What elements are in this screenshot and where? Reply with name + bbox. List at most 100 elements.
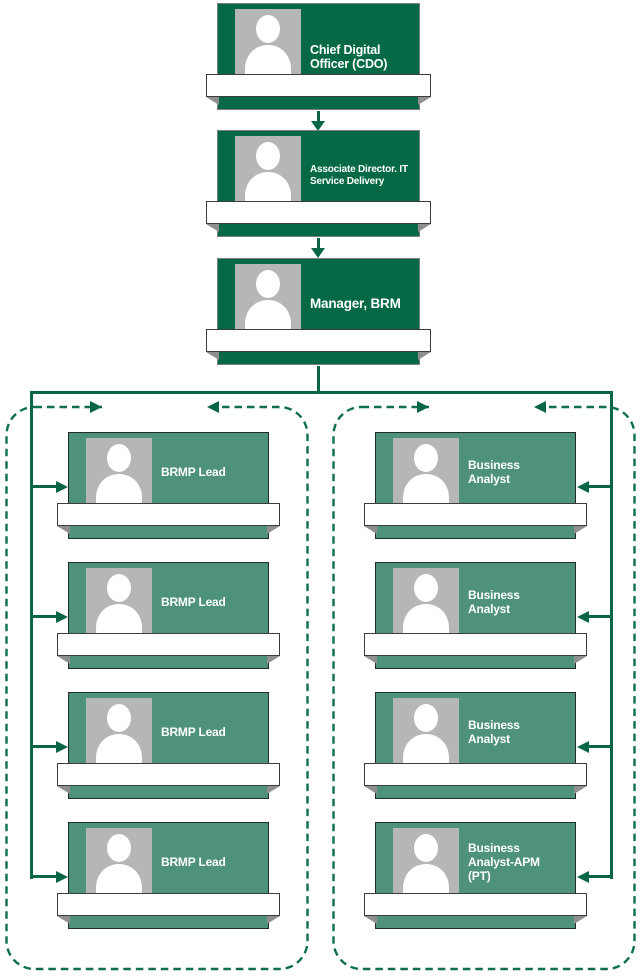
ribbon-fold-left bbox=[57, 786, 70, 794]
photo-placeholder bbox=[393, 828, 459, 893]
org-box-business-analyst: Business Analyst bbox=[364, 432, 587, 539]
arrow-right-icon bbox=[56, 481, 68, 493]
ribbon-fold-right bbox=[574, 916, 587, 924]
arrow-right-icon bbox=[417, 401, 429, 413]
photo-placeholder bbox=[86, 828, 152, 893]
ribbon-fold-left bbox=[57, 526, 70, 534]
connector-line bbox=[32, 485, 58, 488]
connector-line bbox=[30, 391, 613, 394]
left-frame-gap bbox=[102, 401, 207, 413]
role-title: BRMP Lead bbox=[161, 465, 226, 480]
name-ribbon bbox=[206, 74, 431, 97]
ribbon-fold-left bbox=[57, 656, 70, 664]
person-icon bbox=[245, 15, 291, 74]
person-icon bbox=[403, 574, 449, 633]
person-icon bbox=[96, 444, 142, 503]
photo-placeholder bbox=[235, 9, 301, 74]
ribbon-fold-right bbox=[574, 656, 587, 664]
ribbon-fold-right bbox=[267, 916, 280, 924]
org-box-brmp-lead: BRMP Lead bbox=[57, 562, 280, 669]
connector-line bbox=[317, 238, 320, 249]
org-box-manager-brm: Manager, BRM bbox=[206, 258, 431, 365]
role-title: Chief Digital Officer (CDO) bbox=[310, 42, 388, 72]
role-title: BRMP Lead bbox=[161, 595, 226, 610]
arrow-left-icon bbox=[577, 741, 589, 753]
ribbon-fold-left bbox=[57, 916, 70, 924]
name-ribbon bbox=[364, 503, 587, 526]
ribbon-fold-left bbox=[364, 656, 377, 664]
arrow-right-icon bbox=[56, 741, 68, 753]
connector-line bbox=[32, 615, 58, 618]
org-box-brmp-lead: BRMP Lead bbox=[57, 432, 280, 539]
name-ribbon bbox=[57, 763, 280, 786]
role-title: BRMP Lead bbox=[161, 855, 226, 870]
connector-line bbox=[317, 366, 320, 393]
org-box-cdo: Chief Digital Officer (CDO) bbox=[206, 3, 431, 110]
photo-placeholder bbox=[86, 698, 152, 763]
role-title: Associate Director. IT Service Delivery bbox=[310, 164, 408, 187]
connector-line bbox=[588, 485, 612, 488]
name-ribbon bbox=[364, 633, 587, 656]
ribbon-fold-right bbox=[267, 656, 280, 664]
photo-placeholder bbox=[235, 264, 301, 329]
ribbon-fold-right bbox=[418, 97, 431, 105]
name-ribbon bbox=[57, 633, 280, 656]
person-icon bbox=[96, 574, 142, 633]
org-box-business-analyst: Business Analyst bbox=[364, 562, 587, 669]
role-title: Business Analyst bbox=[468, 718, 520, 746]
role-title: Business Analyst bbox=[468, 588, 520, 616]
org-box-business-analyst: Business Analyst bbox=[364, 692, 587, 799]
person-icon bbox=[403, 834, 449, 893]
name-ribbon bbox=[206, 329, 431, 352]
ribbon-fold-right bbox=[267, 786, 280, 794]
connector-line bbox=[317, 111, 320, 122]
org-box-brmp-lead: BRMP Lead bbox=[57, 822, 280, 929]
name-ribbon bbox=[364, 763, 587, 786]
ribbon-fold-right bbox=[418, 352, 431, 360]
ribbon-fold-right bbox=[418, 224, 431, 232]
ribbon-fold-left bbox=[364, 526, 377, 534]
arrow-left-icon bbox=[534, 401, 546, 413]
person-icon bbox=[245, 270, 291, 329]
arrow-left-icon bbox=[577, 481, 589, 493]
person-icon bbox=[403, 444, 449, 503]
name-ribbon bbox=[364, 893, 587, 916]
org-box-business-analyst-apm: Business Analyst-APM (PT) bbox=[364, 822, 587, 929]
ribbon-fold-left bbox=[364, 916, 377, 924]
photo-placeholder bbox=[393, 698, 459, 763]
connector-line bbox=[588, 745, 612, 748]
arrow-right-icon bbox=[90, 401, 102, 413]
role-title: Business Analyst-APM (PT) bbox=[468, 841, 540, 883]
left-group-frame bbox=[5, 405, 309, 971]
ribbon-fold-left bbox=[364, 786, 377, 794]
role-title: Manager, BRM bbox=[310, 296, 401, 312]
connector-line bbox=[588, 875, 612, 878]
photo-placeholder bbox=[393, 568, 459, 633]
right-group-frame bbox=[332, 405, 636, 971]
name-ribbon bbox=[206, 201, 431, 224]
photo-placeholder bbox=[86, 568, 152, 633]
arrow-down-icon bbox=[311, 121, 325, 131]
arrow-left-icon bbox=[577, 611, 589, 623]
arrow-right-icon bbox=[56, 871, 68, 883]
person-icon bbox=[96, 834, 142, 893]
photo-placeholder bbox=[86, 438, 152, 503]
person-icon bbox=[96, 704, 142, 763]
org-box-associate-director: Associate Director. IT Service Delivery bbox=[206, 130, 431, 237]
connector-line bbox=[32, 745, 58, 748]
name-ribbon bbox=[57, 503, 280, 526]
arrow-left-icon bbox=[207, 401, 219, 413]
person-icon bbox=[245, 142, 291, 201]
arrow-right-icon bbox=[56, 611, 68, 623]
name-ribbon bbox=[57, 893, 280, 916]
ribbon-fold-right bbox=[574, 526, 587, 534]
ribbon-fold-right bbox=[267, 526, 280, 534]
photo-placeholder bbox=[393, 438, 459, 503]
ribbon-fold-left bbox=[206, 352, 219, 360]
role-title: Business Analyst bbox=[468, 458, 520, 486]
connector-line bbox=[30, 391, 33, 879]
connector-line bbox=[588, 615, 612, 618]
arrow-down-icon bbox=[311, 248, 325, 258]
